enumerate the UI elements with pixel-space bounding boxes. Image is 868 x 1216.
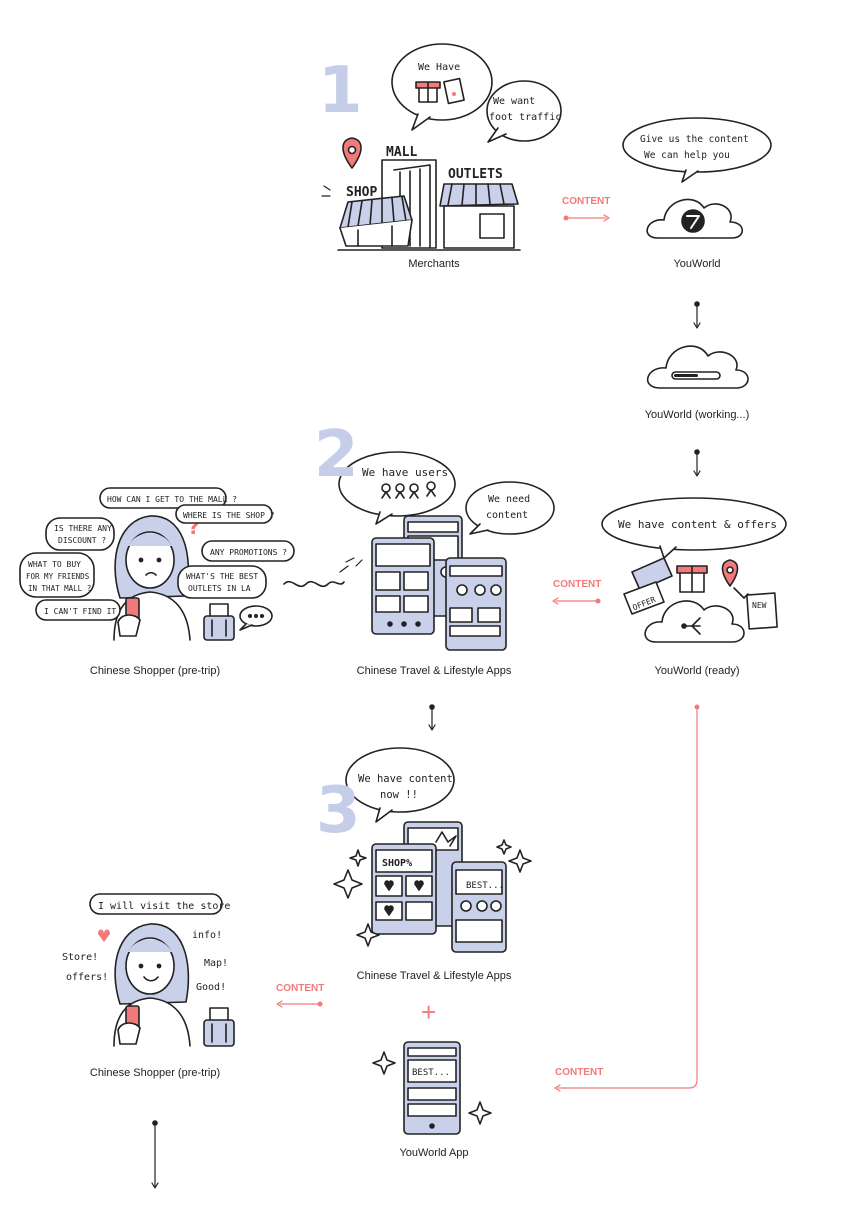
we-want-text-1: We want (493, 96, 535, 107)
q-best-text-2: OUTLETS IN LA (188, 584, 251, 593)
youworld-ready-illustration: We have content & offers OFFER NEW (601, 497, 787, 643)
q-best-text-1: WHAT'S THE BEST (186, 572, 258, 581)
step-number-2: 2 (314, 418, 359, 492)
visit-text: I will visit the store (98, 901, 230, 912)
q-cant-text: I CAN'T FIND IT (44, 607, 116, 616)
apps-a-illustration: We have users We need content (338, 451, 555, 651)
best-text-b: BEST... (412, 1068, 450, 1078)
we-want-text-2: foot traffic (489, 112, 561, 123)
label-apps-b: Chinese Travel & Lifestyle Apps (356, 970, 512, 982)
map-text: Map! (204, 958, 228, 969)
q-discount-text-2: DISCOUNT ? (58, 536, 106, 545)
plus-sign: + (421, 997, 437, 1027)
label-youworld-app: YouWorld App (399, 1147, 469, 1159)
label-apps-a: Chinese Travel & Lifestyle Apps (356, 665, 512, 677)
q-buy-text-2: FOR MY FRIENDS (26, 572, 90, 581)
content-label-1: CONTENT (562, 196, 611, 207)
mall-text: MALL (386, 145, 417, 160)
new-text: NEW (752, 601, 767, 610)
good-text: Good! (196, 982, 226, 993)
svg-text:?: ? (188, 515, 200, 539)
shop-text: SHOP (346, 185, 377, 200)
label-shopper-a: Chinese Shopper (pre-trip) (89, 665, 221, 677)
we-need-text-2: content (486, 510, 528, 521)
content-label-3: CONTENT (276, 983, 325, 994)
q-where-text: WHERE IS THE SHOP ? (183, 511, 275, 520)
best-text-a: BEST... (466, 881, 504, 891)
we-need-text-1: We need (488, 494, 530, 505)
youworld-illustration: Give us the content We can help you (622, 117, 772, 239)
youworld-app-illustration: BEST... (372, 1041, 492, 1135)
give-us-text-1: Give us the content (640, 134, 749, 145)
q-mall-text: HOW CAN I GET TO THE MALL ? (107, 495, 237, 504)
we-have-users-text: We have users (362, 466, 448, 479)
shopper-a-illustration: ? HOW CAN I GET TO THE MALL ? WHERE IS T… (19, 487, 295, 641)
have-content-text-2: now !! (380, 789, 418, 801)
q-promo-text: ANY PROMOTIONS ? (210, 548, 287, 557)
label-youworld: YouWorld (673, 258, 721, 270)
youworld-working-illustration (647, 345, 749, 389)
have-content-text-1: We have content (358, 773, 453, 785)
outlets-text: OUTLETS (448, 167, 503, 182)
we-have-text: We Have (418, 62, 460, 73)
q-discount-text-1: IS THERE ANY (54, 524, 112, 533)
label-shopper-b: Chinese Shopper (pre-trip) (89, 1067, 221, 1079)
content-offers-text: We have content & offers (618, 518, 777, 531)
content-label-4: CONTENT (555, 1067, 604, 1078)
q-buy-text-3: IN THAT MALL ? (28, 584, 91, 593)
apps-b-illustration: We have content now !! BEST... SHOP% (333, 747, 532, 953)
label-youworld-working: YouWorld (working...) (644, 409, 750, 421)
info-text: info! (192, 930, 222, 941)
shopper-b-illustration: I will visit the store Store! offers! in… (62, 893, 235, 1047)
label-merchants: Merchants (408, 258, 460, 270)
connectors (151, 214, 701, 1189)
q-buy-text-1: WHAT TO BUY (28, 560, 81, 569)
shop-pct-text: SHOP% (382, 858, 412, 869)
step-number-1: 1 (318, 54, 363, 128)
give-us-text-2: We can help you (644, 150, 730, 161)
content-label-2: CONTENT (553, 579, 602, 590)
step-number-3: 3 (316, 774, 361, 848)
store-text: Store! (62, 952, 98, 963)
wavy-connection (283, 580, 345, 588)
offers-text: offers! (66, 972, 108, 983)
label-youworld-ready: YouWorld (ready) (654, 665, 740, 677)
merchants-illustration: We Have We want foot traffic MALL SHOP O… (321, 43, 562, 251)
